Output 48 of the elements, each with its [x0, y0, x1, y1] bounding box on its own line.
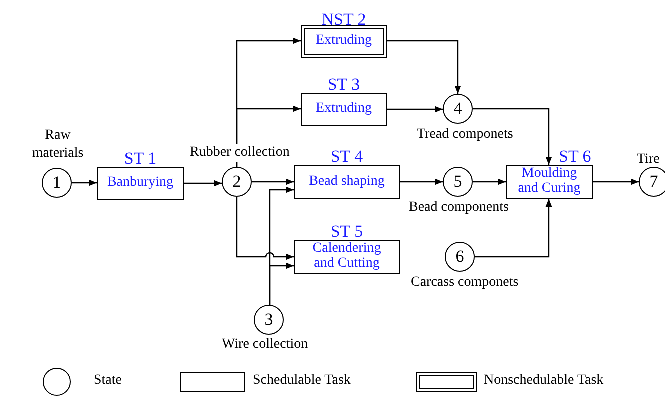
task-name: Moulding and Curing [517, 167, 582, 197]
task-id: ST 3 [326, 76, 362, 94]
legend-label: Nonschedulable Task [484, 373, 604, 389]
task-name: Banburying [107, 176, 174, 191]
state-number: 6 [456, 247, 464, 267]
legend-label: State [94, 373, 122, 389]
arrow [473, 108, 552, 165]
state-circle [42, 168, 72, 198]
state-number: 1 [52, 173, 62, 193]
legend-label: Schedulable Task [253, 373, 351, 389]
arrow [269, 262, 294, 305]
arrow [184, 180, 222, 187]
arrow [400, 178, 443, 186]
state-circle [443, 167, 473, 197]
arrow [252, 178, 294, 186]
state-label: Rubber collection [190, 144, 290, 162]
state-number: 3 [264, 310, 274, 330]
state-circle [254, 305, 284, 335]
arrow [236, 197, 294, 260]
state-number: 7 [650, 172, 658, 192]
task-id: ST 1 [123, 150, 158, 168]
task-name: Extruding [316, 102, 372, 117]
state-label: Bead components [409, 199, 509, 216]
state-circle [445, 242, 475, 272]
task-name: Calendering and Cutting [312, 242, 382, 272]
task-name: Bead shaping [309, 174, 385, 190]
task-name: Extruding [316, 34, 372, 49]
state-label: Tire [637, 151, 660, 168]
task-id: ST 5 [330, 223, 364, 241]
arrow [387, 40, 462, 94]
task-id: ST 6 [559, 148, 592, 166]
state-circle [443, 94, 473, 124]
state-number: 4 [454, 99, 462, 119]
arrow [593, 178, 639, 186]
task-id: NST 2 [320, 11, 368, 29]
state-number: 5 [454, 172, 462, 192]
state-label: Tread componets [417, 126, 514, 144]
task-id: ST 4 [330, 148, 364, 166]
state-number: 2 [232, 172, 242, 192]
state-label: Raw materials [31, 127, 85, 162]
state-label: Carcass componets [411, 274, 519, 292]
state-label: Wire collection [222, 336, 308, 354]
arrow [473, 178, 506, 186]
arrow [475, 199, 552, 258]
arrow [387, 106, 443, 113]
arrow [72, 180, 97, 186]
state-circle [222, 167, 252, 197]
state-circle [639, 167, 665, 197]
